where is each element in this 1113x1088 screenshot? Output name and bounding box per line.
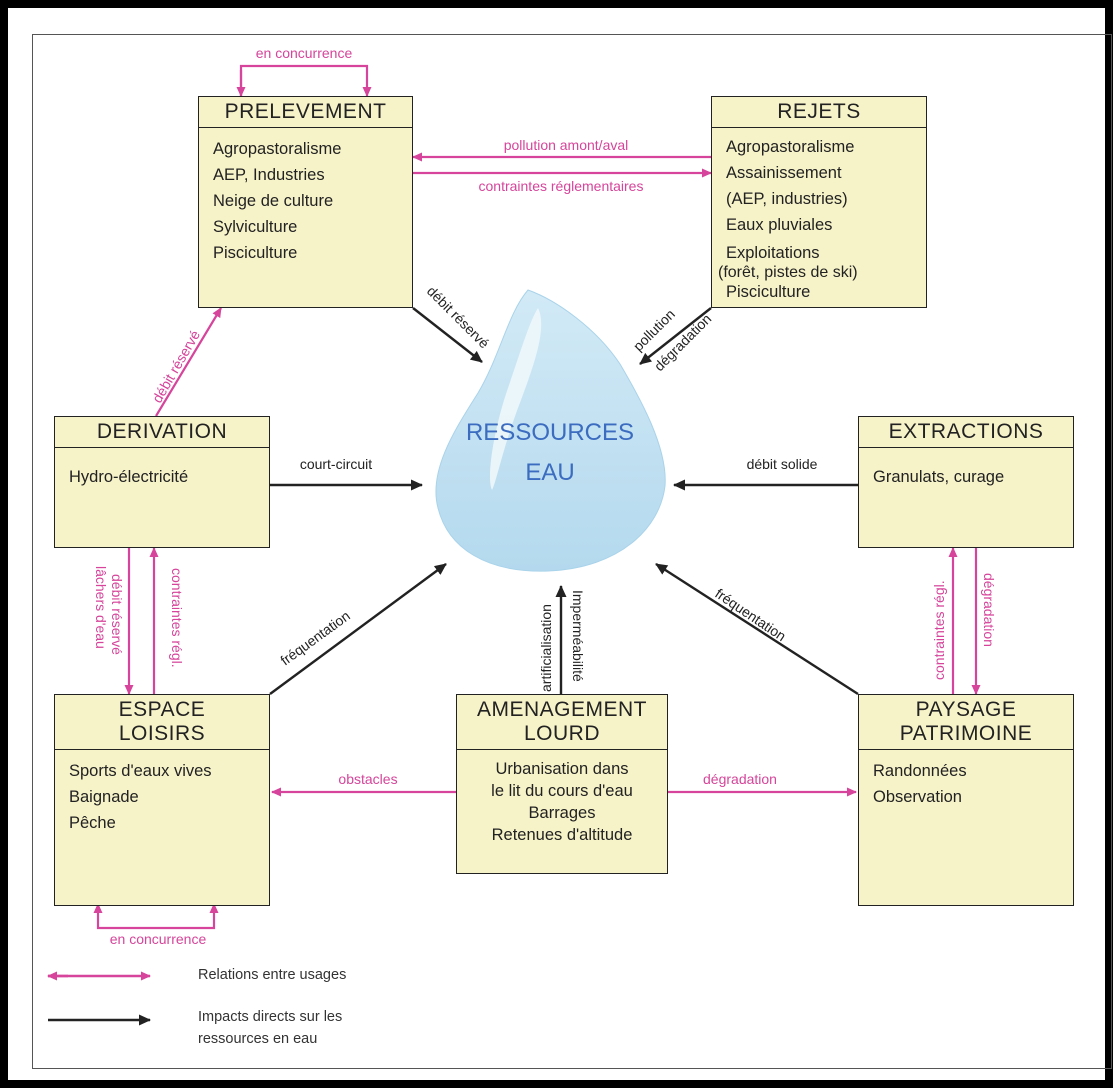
list-item: Exploitations	[726, 244, 820, 262]
label-loisirs-concurrence: en concurrence	[110, 931, 207, 947]
box-espace-loisirs-title: ESPACE LOISIRS	[55, 695, 269, 750]
label-amenagement-degradation: dégradation	[703, 771, 777, 787]
list-item: Agropastoralisme	[213, 140, 342, 158]
box-extractions-list: Granulats, curage	[859, 448, 1073, 490]
box-derivation-list: Hydro-électricité	[55, 448, 269, 490]
list-item: Agropastoralisme	[726, 138, 855, 156]
label-derivation-contraintes: contraintes régl.	[169, 568, 185, 668]
list-item: Assainissement	[726, 164, 842, 182]
box-derivation: DERIVATION Hydro-électricité	[54, 416, 270, 548]
list-item: Sports d'eaux vives	[69, 762, 212, 780]
label-paysage-frequentation: fréquentation	[712, 585, 789, 644]
arrow-loisirs-to-water	[269, 563, 447, 695]
box-espace-loisirs-list: Sports d'eaux vives Baignade Pêche	[55, 750, 269, 836]
label-contraintes-reglementaires: contraintes réglementaires	[479, 178, 644, 194]
list-item: Sylviculture	[213, 218, 298, 236]
box-espace-loisirs: ESPACE LOISIRS Sports d'eaux vives Baign…	[54, 694, 270, 906]
label-lachers-debit-reserve: débit réservé	[109, 574, 125, 655]
center-title-line2: EAU	[525, 459, 574, 486]
legend-relations-label: Relations entre usages	[198, 967, 347, 983]
water-highlight	[489, 308, 542, 490]
water-drop	[435, 289, 666, 572]
arrow-loisirs-concurrence	[96, 906, 216, 930]
box-rejets-list: Agropastoralisme Assainissement (AEP, in…	[712, 128, 926, 302]
legend-impacts-line: Impacts directs sur les	[198, 1009, 343, 1025]
box-paysage-patrimoine-title: PAYSAGE PATRIMOINE	[859, 695, 1073, 750]
center-title-line1: RESSOURCES	[466, 419, 634, 446]
arrow-paysage-to-water	[655, 562, 859, 696]
label-prelevement-concurrence: en concurrence	[256, 45, 353, 61]
label-extractions-contraintes: contraintes régl.	[931, 580, 947, 680]
title-line: LOURD	[523, 722, 600, 745]
label-impermeabilite: Imperméabilité	[570, 590, 586, 682]
diagram-frame: RESSOURCES EAU en concurrence pollution …	[8, 8, 1112, 1080]
list-item: Pisciculture	[726, 283, 811, 301]
box-paysage-patrimoine-list: Randonnées Observation	[859, 750, 1073, 810]
box-amenagement-lourd: AMENAGEMENT LOURD Urbanisation dans le l…	[456, 694, 668, 874]
label-lachers-eau: lâchers d'eau	[93, 566, 109, 649]
label-pollution-amont-aval: pollution amont/aval	[504, 137, 629, 153]
legend-impacts-label: Impacts directs sur les ressources en ea…	[198, 1006, 342, 1050]
list-item: AEP, Industries	[213, 166, 325, 184]
box-amenagement-lourd-title: AMENAGEMENT LOURD	[457, 695, 667, 750]
box-paysage-patrimoine: PAYSAGE PATRIMOINE Randonnées Observatio…	[858, 694, 1074, 906]
list-item: le lit du cours d'eau	[491, 782, 633, 800]
diagram-border	[32, 34, 1112, 1069]
list-item: (AEP, industries)	[726, 190, 848, 208]
title-line: LOISIRS	[118, 722, 206, 745]
label-prelevement-debit-reserve: débit réservé	[424, 283, 493, 352]
title-line: PATRIMOINE	[899, 722, 1033, 745]
box-extractions: EXTRACTIONS Granulats, curage	[858, 416, 1074, 548]
arrow-rejets-to-water	[639, 307, 712, 365]
label-court-circuit: court-circuit	[300, 456, 372, 472]
list-item: (forêt, pistes de ski)	[718, 264, 858, 281]
list-item: Randonnées	[873, 762, 967, 780]
label-artificialisation: artificialisation	[538, 604, 554, 692]
box-rejets-title: REJETS	[712, 97, 926, 128]
list-item: Neige de culture	[213, 192, 334, 210]
label-derivation-debit-reserve: débit réservé	[149, 327, 203, 405]
box-rejets: REJETS Agropastoralisme Assainissement (…	[711, 96, 927, 308]
arrow-prelevement-to-water	[412, 307, 483, 363]
box-amenagement-lourd-list: Urbanisation dans le lit du cours d'eau …	[457, 750, 667, 846]
arrow-prelevement-concurrence	[239, 64, 372, 97]
title-line: PAYSAGE	[915, 698, 1017, 721]
list-item: Baignade	[69, 788, 139, 806]
list-item: Observation	[873, 788, 962, 806]
label-extractions-degradation: dégradation	[981, 573, 997, 647]
title-line: AMENAGEMENT	[476, 698, 647, 721]
box-derivation-title: DERIVATION	[55, 417, 269, 448]
label-obstacles: obstacles	[338, 771, 397, 787]
box-prelevement-list: Agropastoralisme AEP, Industries Neige d…	[199, 128, 412, 266]
diagram-canvas: RESSOURCES EAU en concurrence pollution …	[47, 45, 997, 1026]
list-item: Pisciculture	[213, 244, 298, 262]
arrow-derivation-to-prelevement	[155, 307, 222, 417]
box-prelevement: PRELEVEMENT Agropastoralisme AEP, Indust…	[198, 96, 413, 308]
list-item: Urbanisation dans	[495, 760, 629, 778]
list-item: Granulats, curage	[873, 468, 1005, 486]
title-line: ESPACE	[118, 698, 206, 721]
list-item: Barrages	[528, 804, 596, 822]
box-extractions-title: EXTRACTIONS	[859, 417, 1073, 448]
list-item: Hydro-électricité	[69, 468, 189, 486]
box-prelevement-title: PRELEVEMENT	[199, 97, 412, 128]
label-debit-solide: débit solide	[747, 456, 818, 472]
list-item: Eaux pluviales	[726, 216, 833, 234]
legend-impacts-line: ressources en eau	[198, 1031, 318, 1047]
list-item: Retenues d'altitude	[491, 826, 633, 844]
list-item: Pêche	[69, 814, 116, 832]
